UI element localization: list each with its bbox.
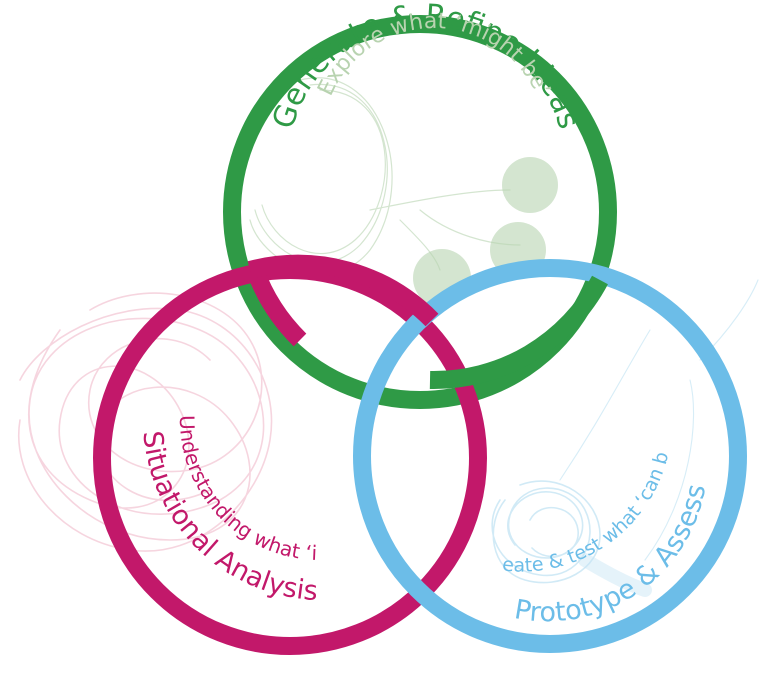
generate-ideas-decoration xyxy=(249,77,558,307)
generate-ideas-ring xyxy=(223,15,617,409)
prototype-assess-ring xyxy=(353,259,747,653)
prototype-scribble-decoration xyxy=(491,279,759,597)
ring-overlap xyxy=(429,275,608,390)
idea-dot xyxy=(502,157,558,213)
situational-scribble-decoration xyxy=(17,292,273,552)
ring-overlap xyxy=(247,254,439,327)
